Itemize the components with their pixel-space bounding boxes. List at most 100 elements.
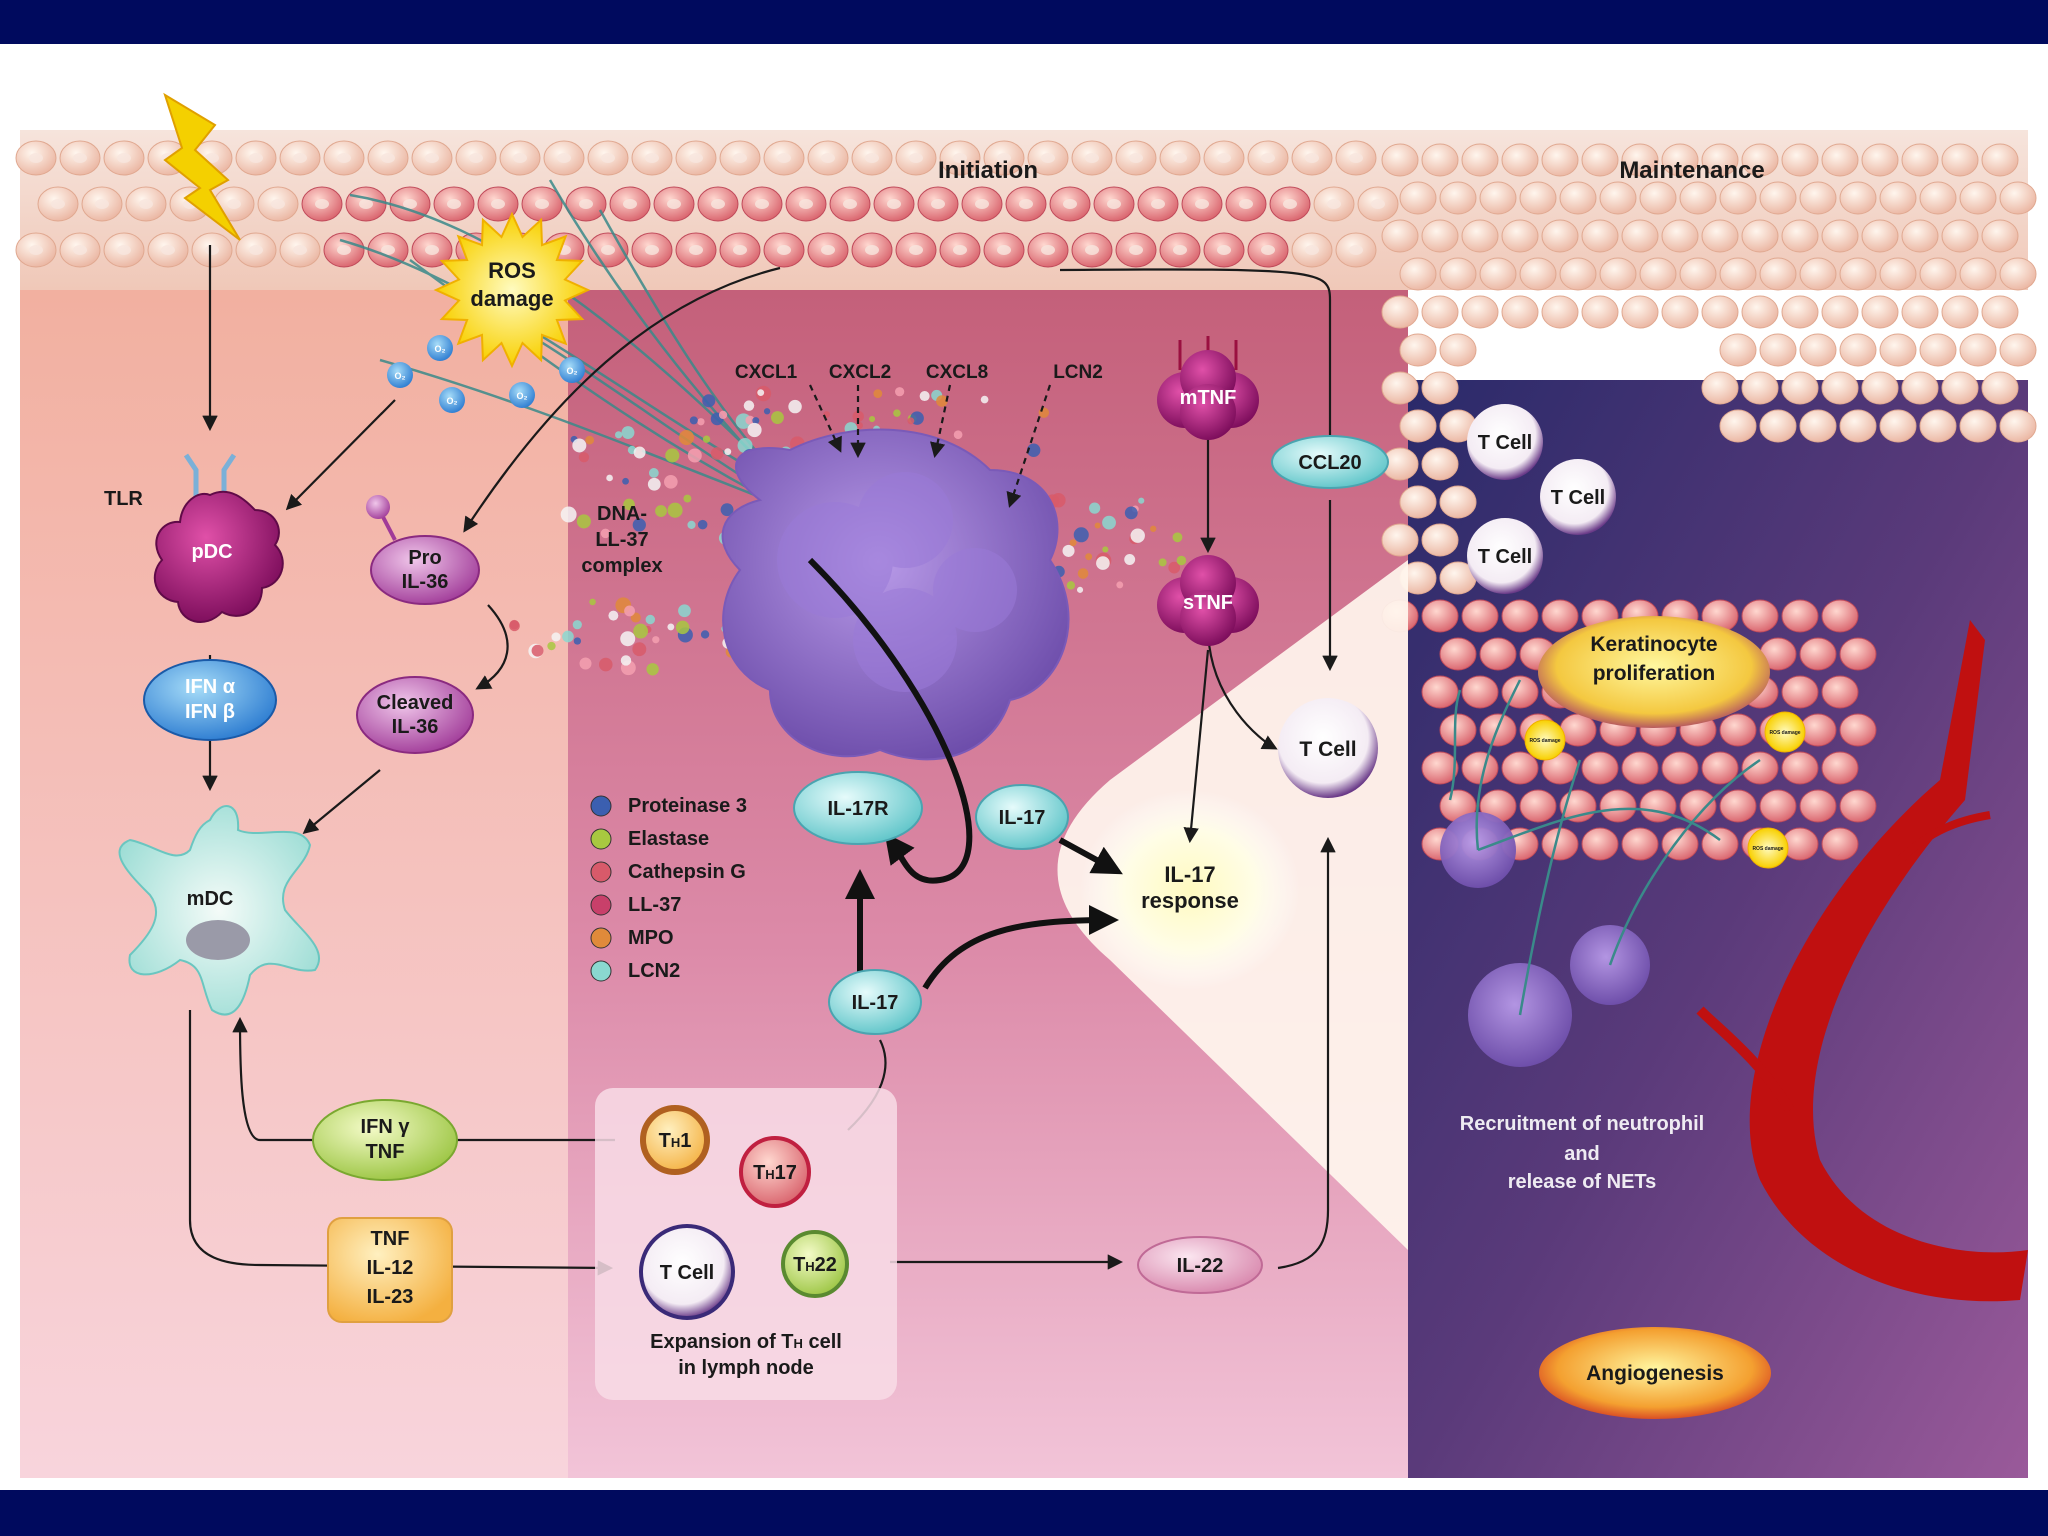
particle-128 — [623, 498, 635, 511]
chemokine-cxcl2: CXCL2 — [829, 362, 891, 383]
keratinocyte-142 — [1461, 675, 1499, 709]
particle-101 — [1094, 522, 1101, 529]
keratinocyte-128 — [1781, 599, 1819, 633]
pro-il36-knob — [366, 495, 390, 519]
mini-net-strand-2 — [1608, 758, 1761, 966]
keratinocyte-122 — [1541, 599, 1579, 633]
keratinocyte-30 — [1959, 181, 1997, 215]
keratinocyte-76 — [1861, 295, 1899, 329]
ll37-icon — [590, 894, 612, 916]
mpo-icon — [590, 927, 612, 949]
keratinocyte-93 — [1741, 371, 1779, 405]
o2-bubbles: O₂ O₂ O₂ O₂ O₂ — [387, 335, 585, 413]
pro-il36-label: Pro — [408, 547, 441, 569]
particle-117 — [1062, 544, 1075, 557]
neutrophil-nucleus — [777, 472, 1017, 692]
keratinocyte-107 — [1919, 409, 1957, 443]
keratinocyte-48 — [1399, 257, 1437, 291]
particle-102 — [1150, 525, 1157, 532]
ccl20-node — [1271, 435, 1389, 489]
particle-159 — [747, 422, 762, 438]
keratinocyte-36 — [1541, 219, 1579, 253]
ros-label: ROS — [488, 258, 536, 283]
particle-4 — [936, 395, 948, 407]
keratinocyte-40 — [1701, 219, 1739, 253]
particle-140 — [606, 474, 613, 482]
keratinocyte-cluster — [1381, 143, 2037, 861]
keratinocyte-120 — [1461, 599, 1499, 633]
particle-15 — [1038, 407, 1050, 418]
keratinocyte-96 — [1861, 371, 1899, 405]
keratinocyte-35 — [1501, 219, 1539, 253]
keratinocyte-106 — [1879, 409, 1917, 443]
keratinocyte-53 — [1599, 257, 1637, 291]
keratinocyte-150 — [1781, 675, 1819, 709]
keratinocyte-181 — [1719, 789, 1757, 823]
keratinocyte-26 — [1799, 181, 1837, 215]
particle-142 — [697, 519, 708, 530]
particle-151 — [702, 435, 711, 443]
keratinocyte-164 — [1461, 751, 1499, 785]
particle-74 — [620, 655, 632, 666]
keratinocyte-31 — [1999, 181, 2037, 215]
keratinocyte-151 — [1821, 675, 1859, 709]
particle-56 — [630, 612, 641, 623]
keratinocyte-45 — [1901, 219, 1939, 253]
keratinocyte-58 — [1799, 257, 1837, 291]
particle-148 — [572, 438, 587, 453]
keratinocyte-113 — [1439, 485, 1477, 519]
mini-net-strand-0 — [1475, 679, 1522, 851]
keratinocyte-178 — [1599, 789, 1637, 823]
epidermis-cells — [15, 140, 1399, 268]
keratinocyte-129 — [1821, 599, 1859, 633]
t-cell-right-3-label: T Cell — [1478, 546, 1532, 568]
particle-23 — [907, 417, 915, 425]
keratinocyte-46 — [1941, 219, 1979, 253]
particle-26 — [702, 394, 716, 408]
particle-66 — [572, 620, 582, 630]
legend-label-0: Proteinase 3 — [628, 795, 747, 817]
keratinocyte-24 — [1719, 181, 1757, 215]
lightning-icon — [163, 92, 241, 241]
dna-ll37-label-2: LL-37 — [595, 529, 648, 551]
particle-113 — [1130, 528, 1145, 543]
keratinocyte-189 — [1581, 827, 1619, 861]
particle-34 — [869, 415, 876, 423]
particle-32 — [980, 395, 989, 404]
keratinocyte-90 — [1381, 371, 1419, 405]
keratinocyte-130 — [1439, 637, 1477, 671]
keratinocyte-66 — [1461, 295, 1499, 329]
particle-13 — [743, 400, 755, 411]
keratinocyte-65 — [1421, 295, 1459, 329]
particle-132 — [648, 468, 659, 478]
keratinocyte-29 — [1919, 181, 1957, 215]
keratinocyte-61 — [1919, 257, 1957, 291]
keratinocyte-182 — [1759, 789, 1797, 823]
blood-vessel-branch — [1696, 1006, 1795, 1113]
angiogenesis-label: Angiogenesis — [1586, 1362, 1724, 1385]
particle-61 — [645, 614, 656, 625]
blood-vessel — [1749, 620, 2028, 1302]
keratinocyte-56 — [1719, 257, 1757, 291]
keratinocyte-32 — [1381, 219, 1419, 253]
keratinocyte-33 — [1421, 219, 1459, 253]
ifn-ab-label: IFN α — [185, 676, 236, 698]
particle-154 — [664, 475, 678, 489]
keratinocyte-89 — [1999, 333, 2037, 367]
keratinocyte-195 — [1821, 827, 1859, 861]
keratinocyte-39 — [1661, 219, 1699, 253]
dermis-left-region — [20, 290, 568, 1478]
particle-124 — [687, 448, 702, 463]
keratinocyte-171 — [1741, 751, 1779, 785]
ifng-tnf-label: IFN γ — [361, 1116, 411, 1138]
t-cell-mid — [1278, 698, 1378, 798]
chemokine-lcn2: LCN2 — [1053, 362, 1103, 383]
keratinocyte-105 — [1839, 409, 1877, 443]
lcn2-icon — [590, 960, 612, 982]
keratinocyte-167 — [1581, 751, 1619, 785]
keratinocyte-43 — [1821, 219, 1859, 253]
header-initiation: Initiation — [938, 157, 1038, 184]
keratinocyte-15 — [1981, 143, 2019, 177]
keratinocyte-49 — [1439, 257, 1477, 291]
